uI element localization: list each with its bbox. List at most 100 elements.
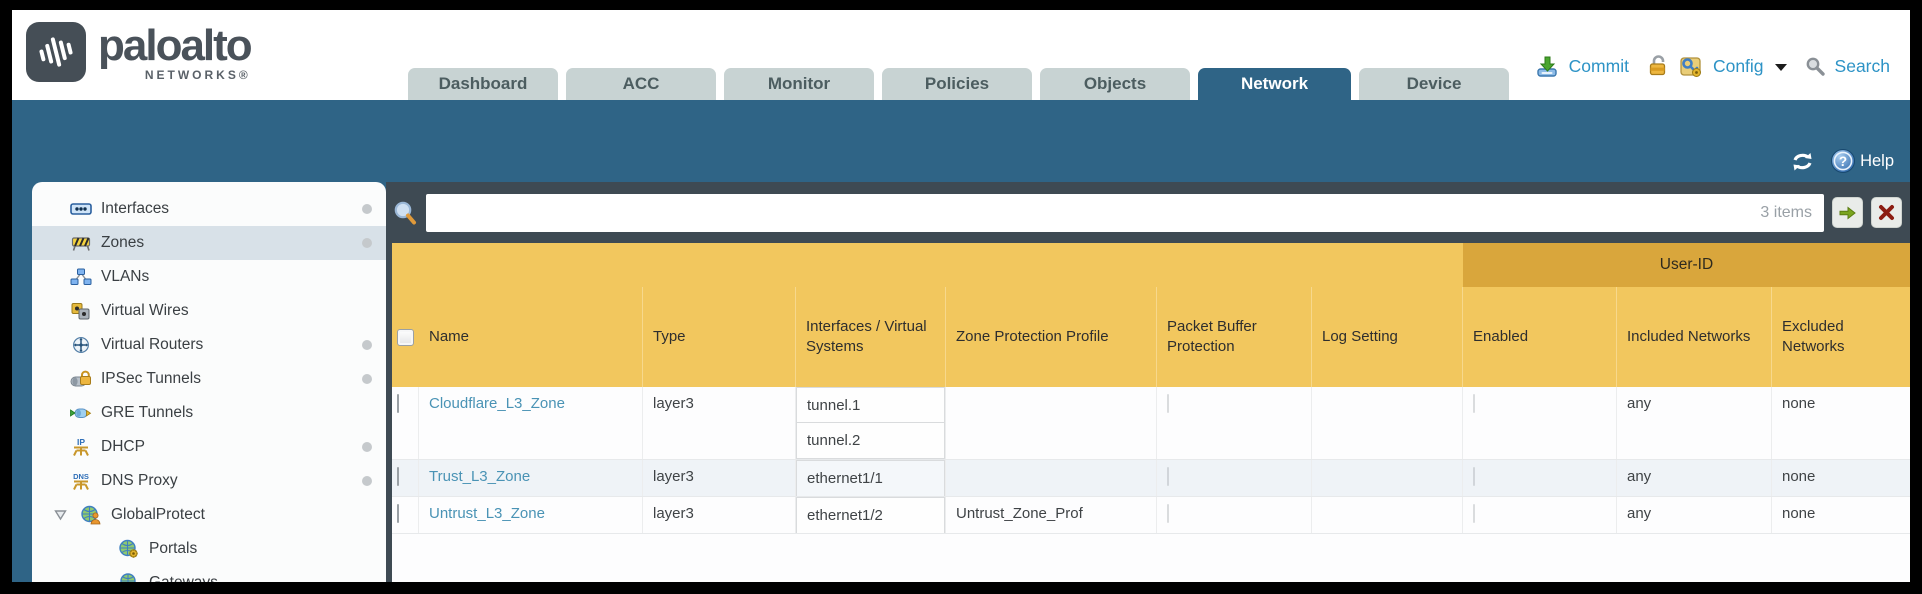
sidebar-item-interfaces[interactable]: Interfaces bbox=[32, 192, 386, 226]
col-header-interfaces[interactable]: Interfaces / Virtual Systems bbox=[796, 287, 946, 387]
userid-enabled-checkbox bbox=[1473, 504, 1475, 523]
packet-buffer-checkbox bbox=[1167, 467, 1169, 486]
tab-device[interactable]: Device bbox=[1359, 68, 1509, 100]
tab-objects[interactable]: Objects bbox=[1040, 68, 1190, 100]
col-header-type[interactable]: Type bbox=[643, 287, 796, 387]
sidebar-item-label: Interfaces bbox=[101, 200, 170, 217]
sidebar-item-ipsec-tunnels[interactable]: IPSec Tunnels bbox=[32, 362, 386, 396]
row-select-cell bbox=[392, 497, 419, 533]
virtual-wires-icon bbox=[71, 303, 90, 320]
commit-link[interactable]: Commit bbox=[1568, 55, 1629, 76]
col-header-enabled[interactable]: Enabled bbox=[1463, 287, 1617, 387]
excluded-networks-cell: none bbox=[1782, 468, 1816, 485]
packet-buffer-checkbox bbox=[1167, 394, 1169, 413]
dns-proxy-icon: DNS bbox=[73, 472, 89, 490]
userid-enabled-checkbox bbox=[1473, 394, 1475, 413]
zone-name-link[interactable]: Untrust_L3_Zone bbox=[429, 505, 545, 522]
userid-group-header: User-ID bbox=[1463, 243, 1910, 287]
filter-input[interactable] bbox=[426, 193, 1824, 232]
apply-filter-icon bbox=[1839, 205, 1856, 220]
sidebar-item-zones[interactable]: Zones bbox=[32, 226, 386, 260]
zone-name-link[interactable]: Trust_L3_Zone bbox=[429, 468, 531, 485]
config-icon[interactable] bbox=[1678, 54, 1704, 78]
userid-enabled-cell bbox=[1463, 497, 1617, 533]
lock-icon[interactable] bbox=[1646, 54, 1669, 78]
row-checkbox[interactable] bbox=[397, 467, 399, 486]
logo-text: paloalto NETWORKS® bbox=[98, 21, 253, 83]
apply-filter-button[interactable] bbox=[1832, 197, 1863, 228]
select-all-checkbox[interactable] bbox=[397, 328, 414, 346]
virtual-routers-icon bbox=[73, 337, 89, 353]
clear-filter-button[interactable] bbox=[1871, 197, 1902, 228]
sidebar-item-virtual-wires[interactable]: Virtual Wires bbox=[32, 294, 386, 328]
col-header-included-networks[interactable]: Included Networks bbox=[1617, 287, 1772, 387]
row-checkbox[interactable] bbox=[397, 394, 399, 413]
userid-enabled-cell bbox=[1463, 460, 1617, 496]
panos-web-ui: paloalto NETWORKS® Dashboard ACC Monitor… bbox=[12, 10, 1910, 582]
refresh-icon[interactable] bbox=[1789, 150, 1816, 174]
sidebar-item-virtual-routers[interactable]: Virtual Routers bbox=[32, 328, 386, 362]
interface-item: ethernet1/1 bbox=[796, 460, 945, 496]
status-dot bbox=[362, 374, 372, 384]
search-icon[interactable] bbox=[1804, 55, 1826, 77]
sidebar-item-label: Zones bbox=[101, 234, 145, 251]
interface-item: ethernet1/2 bbox=[796, 497, 945, 533]
items-count: 3 items bbox=[1760, 203, 1812, 221]
config-link[interactable]: Config bbox=[1712, 55, 1764, 76]
status-dot bbox=[362, 442, 372, 452]
sidebar-item-dns-proxy[interactable]: DNS DNS Proxy bbox=[32, 464, 386, 498]
sidebar-item-label: VLANs bbox=[101, 268, 150, 285]
excluded-networks-cell: none bbox=[1782, 395, 1816, 412]
select-all-cell bbox=[392, 287, 419, 387]
col-header-zone-protection-profile[interactable]: Zone Protection Profile bbox=[946, 287, 1157, 387]
paloalto-logo: paloalto NETWORKS® bbox=[26, 21, 253, 83]
sidebar-item-portals[interactable]: Portals bbox=[32, 532, 386, 566]
commit-icon[interactable] bbox=[1535, 54, 1560, 78]
tab-dashboard[interactable]: Dashboard bbox=[408, 68, 558, 100]
help-button[interactable]: ? Help bbox=[1830, 148, 1894, 174]
sidebar-item-label: Gateways bbox=[149, 574, 218, 582]
col-header-name[interactable]: Name bbox=[419, 287, 643, 387]
search-link[interactable]: Search bbox=[1834, 55, 1890, 76]
tab-network[interactable]: Network bbox=[1198, 68, 1351, 100]
row-checkbox[interactable] bbox=[397, 504, 399, 523]
zones-table: User-ID Name Type Interfaces / Virtual S… bbox=[392, 243, 1910, 582]
zone-name-link[interactable]: Cloudflare_L3_Zone bbox=[429, 395, 565, 412]
status-dot bbox=[362, 238, 372, 248]
caret-down-icon[interactable] bbox=[1774, 63, 1787, 71]
status-dot bbox=[362, 476, 372, 486]
sidebar-item-label: Virtual Wires bbox=[101, 302, 189, 319]
logo-brand: paloalto bbox=[98, 21, 253, 70]
sidebar-item-label: DNS Proxy bbox=[101, 472, 178, 489]
sidebar-item-gateways[interactable]: Gateways bbox=[32, 566, 386, 582]
paloalto-logo-icon bbox=[26, 22, 86, 82]
row-select-cell bbox=[392, 387, 419, 459]
zone-interfaces-cell: tunnel.1 tunnel.2 bbox=[796, 387, 946, 459]
tab-acc[interactable]: ACC bbox=[566, 68, 716, 100]
sidebar-item-globalprotect[interactable]: GlobalProtect bbox=[32, 498, 386, 532]
expander-triangle-icon[interactable] bbox=[54, 509, 67, 521]
zones-table-wrap: User-ID Name Type Interfaces / Virtual S… bbox=[386, 243, 1910, 582]
userid-group-label: User-ID bbox=[1659, 256, 1714, 273]
tab-policies[interactable]: Policies bbox=[882, 68, 1032, 100]
packet-buffer-checkbox bbox=[1167, 504, 1169, 523]
packet-buffer-protection-cell bbox=[1157, 460, 1312, 496]
sidebar-item-gre-tunnels[interactable]: GRE Tunnels bbox=[32, 396, 386, 430]
zones-icon bbox=[71, 237, 91, 251]
tab-monitor[interactable]: Monitor bbox=[724, 68, 874, 100]
sidebar-item-dhcp[interactable]: IP DHCP bbox=[32, 430, 386, 464]
col-header-packet-buffer-protection[interactable]: Packet Buffer Protection bbox=[1157, 287, 1312, 387]
zone-protection-profile-cell bbox=[946, 387, 1157, 459]
filter-magnifier-icon[interactable] bbox=[392, 199, 418, 227]
portals-icon bbox=[119, 539, 138, 558]
col-header-excluded-networks[interactable]: Excluded Networks bbox=[1782, 317, 1845, 355]
filter-input-wrap: 3 items bbox=[426, 193, 1824, 232]
status-dot bbox=[362, 340, 372, 350]
zone-name-cell: Cloudflare_L3_Zone bbox=[419, 387, 643, 459]
packet-buffer-protection-cell bbox=[1157, 387, 1312, 459]
sidebar-item-vlans[interactable]: VLANs bbox=[32, 260, 386, 294]
col-header-log-setting[interactable]: Log Setting bbox=[1312, 287, 1463, 387]
header-top-spacer bbox=[392, 243, 1463, 287]
table-row: Cloudflare_L3_Zone layer3 tunnel.1 tunne… bbox=[392, 387, 1910, 460]
svg-text:?: ? bbox=[1839, 154, 1847, 169]
